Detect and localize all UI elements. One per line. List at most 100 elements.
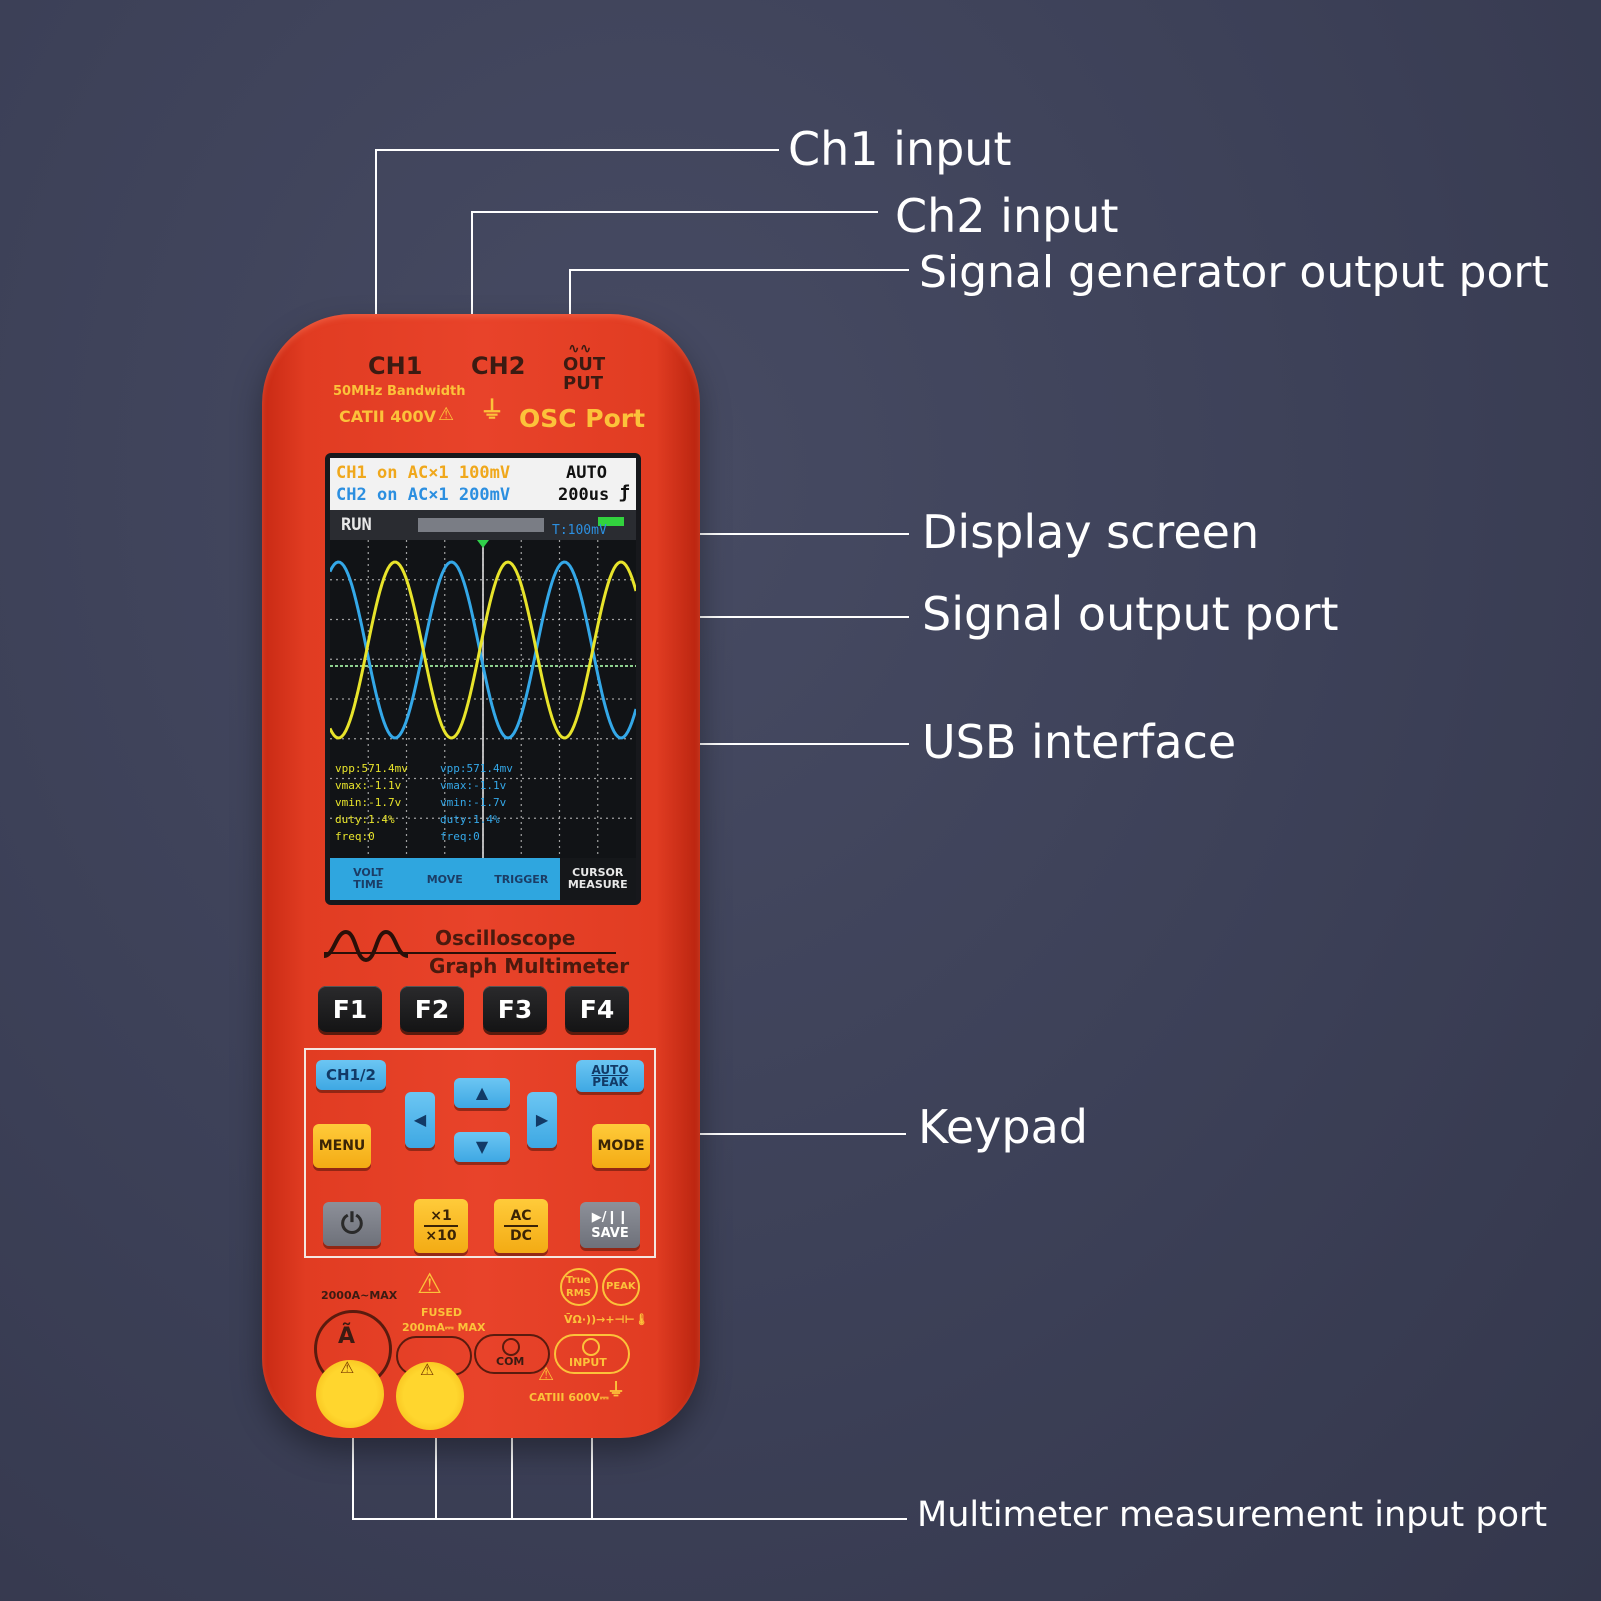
play-pause-save-button[interactable]: ▶/❙❙ SAVE xyxy=(580,1202,640,1248)
f4-button[interactable]: F4 xyxy=(565,986,629,1032)
waveform-plot xyxy=(330,540,636,858)
peak-label: PEAK xyxy=(592,1075,628,1089)
save-label: SAVE xyxy=(591,1225,629,1241)
output-wave-icon: ∿∿ xyxy=(568,341,592,357)
range-x1-x10-button[interactable]: ×1 ×10 xyxy=(414,1199,468,1253)
run-status-bar: RUN T:100mV xyxy=(330,510,636,540)
f3-button[interactable]: F3 xyxy=(483,986,547,1032)
true-rms-badge: True RMS xyxy=(560,1268,598,1306)
brand-line2: Graph Multimeter xyxy=(429,954,630,978)
callout-display-screen: Display screen xyxy=(922,505,1260,559)
ch1-waveform xyxy=(330,560,636,740)
callout-keypad: Keypad xyxy=(918,1100,1088,1154)
ch2-measurement-line: vmax:-1.1v xyxy=(440,779,507,792)
ch2-measurement-line: freq:0 xyxy=(440,830,480,843)
output-label-line2: PUT xyxy=(563,373,604,394)
current-max-label: 2000A~MAX xyxy=(321,1289,398,1302)
power-button[interactable]: ⏻ xyxy=(323,1202,381,1246)
clamp-current-icon: Ã xyxy=(338,1324,356,1349)
ch1-measurement-line: duty:1.4% xyxy=(335,813,395,826)
input-label: INPUT xyxy=(569,1356,607,1369)
fused-label: FUSED xyxy=(421,1306,463,1319)
cat-warning-icon: ⚠ xyxy=(538,1364,555,1385)
range-top-label: ×1 xyxy=(430,1208,452,1224)
ch2-measurement-line: vmin:-1.7v xyxy=(440,796,507,809)
battery-icon xyxy=(598,517,624,526)
softkey-line2: TIME xyxy=(353,878,384,891)
softkey-line2: MEASURE xyxy=(567,878,628,891)
ch2-measurement-line: duty:1.4% xyxy=(440,813,500,826)
play-pause-icon: ▶/❙❙ xyxy=(591,1209,629,1225)
ch1-measurement-line: vpp:571.4mv xyxy=(335,762,408,775)
f2-button[interactable]: F2 xyxy=(400,986,464,1032)
ground-icon: ⏚ xyxy=(480,396,504,424)
peak-text: PEAK xyxy=(606,1281,636,1292)
ch1-measurement-line: vmax:-1.1v xyxy=(335,779,402,792)
ch2-leader-vertical xyxy=(471,211,473,350)
auto-peak-button[interactable]: AUTO PEAK xyxy=(576,1060,644,1092)
ma-input-jack[interactable] xyxy=(396,1362,464,1430)
softkey-line1: MOVE xyxy=(426,873,463,886)
left-arrow-button[interactable]: ◀ xyxy=(405,1092,435,1148)
ma-jack-warning-icon: ⚠ xyxy=(420,1360,435,1379)
com-port-ring xyxy=(474,1334,550,1374)
multimeter-leader-4 xyxy=(591,1436,593,1520)
ch1-measurement-line: vmin:-1.7v xyxy=(335,796,402,809)
softkey-line1: CURSOR xyxy=(572,866,624,879)
clamp-jack-warning-icon: ⚠ xyxy=(340,1358,355,1377)
callout-signal-output-port: Signal output port xyxy=(922,587,1339,641)
right-arrow-button[interactable]: ▶ xyxy=(527,1092,557,1148)
ch1-leader-horizontal xyxy=(375,149,779,151)
com-input-jack[interactable] xyxy=(502,1338,520,1356)
memory-overview-bar xyxy=(418,518,544,532)
waveform-logo xyxy=(323,929,409,963)
osc-port-label: OSC Port xyxy=(519,404,646,433)
ch2-port-label: CH2 xyxy=(471,352,526,380)
brand-rule xyxy=(324,952,616,954)
ch2-leader-horizontal xyxy=(471,211,878,213)
f1-button[interactable]: F1 xyxy=(318,986,382,1032)
menu-button[interactable]: MENU xyxy=(313,1124,371,1168)
warning-icon: ⚠ xyxy=(438,404,455,425)
keypad-leader xyxy=(652,1133,906,1135)
ch1-measurements: vpp:571.4mv vmax:-1.1v vmin:-1.7v duty:1.4%… xyxy=(335,760,408,845)
ch1-port-label: CH1 xyxy=(368,352,423,380)
input-port-ring xyxy=(554,1334,630,1374)
function-symbols: V̄Ω·))→+⊣⊢🌡 xyxy=(564,1313,649,1326)
multimeter-leader-3 xyxy=(511,1436,513,1520)
coupling-bottom-label: DC xyxy=(510,1228,532,1244)
range-divider xyxy=(424,1225,458,1227)
run-state: RUN xyxy=(341,515,372,535)
ac-dc-button[interactable]: AC DC xyxy=(494,1199,548,1253)
brand-line1: Oscilloscope xyxy=(435,926,576,950)
callout-signal-generator-output-port: Signal generator output port xyxy=(919,247,1549,298)
signal-output-leader xyxy=(700,616,909,618)
softkey-move: MOVE xyxy=(407,874,484,886)
softkey-line1: VOLT xyxy=(353,866,384,879)
ch2-waveform xyxy=(330,560,636,740)
com-label: COM xyxy=(496,1355,525,1368)
true-rms-line2: RMS xyxy=(566,1288,591,1299)
coupling-top-label: AC xyxy=(510,1208,532,1224)
channel-select-button[interactable]: CH1/2 xyxy=(316,1060,386,1090)
down-arrow-button[interactable]: ▼ xyxy=(454,1132,510,1162)
coupling-divider xyxy=(504,1225,538,1227)
ch1-leader-vertical xyxy=(375,149,377,315)
up-arrow-button[interactable]: ▲ xyxy=(454,1078,510,1108)
multimeter-leader-1 xyxy=(352,1436,354,1520)
clamp-input-jack[interactable] xyxy=(316,1360,384,1428)
display-screen: CH1 on AC×1 100mV CH2 on AC×1 200mV AUTO… xyxy=(330,458,636,900)
trigger-level: T:100mV xyxy=(552,523,607,538)
callout-multimeter-measurement-input-port: Multimeter measurement input port xyxy=(917,1495,1548,1535)
mode-button[interactable]: MODE xyxy=(592,1124,650,1168)
v-ohm-input-jack[interactable] xyxy=(582,1338,600,1356)
multimeter-leader-2 xyxy=(435,1436,437,1520)
callout-usb-interface: USB interface xyxy=(922,715,1237,769)
siggen-leader-horizontal xyxy=(569,269,909,271)
cat-rating-label: CATIII 600V⎓ xyxy=(529,1391,609,1404)
